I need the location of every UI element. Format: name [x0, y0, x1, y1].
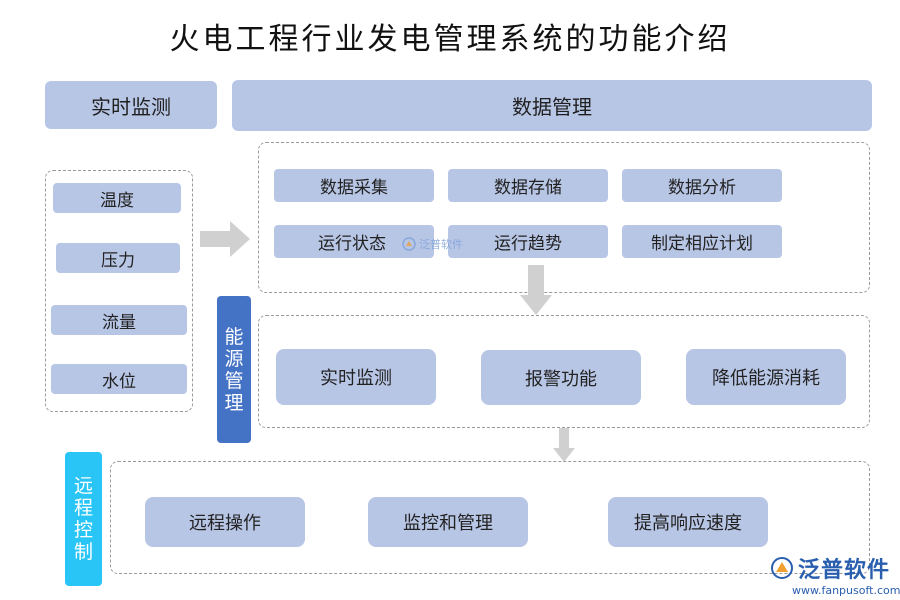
- data-item-make-plan: 制定相应计划: [622, 225, 782, 258]
- watermark-text: 泛普软件: [419, 238, 463, 251]
- monitor-item-flow: 流量: [51, 305, 187, 335]
- page-title: 火电工程行业发电管理系统的功能介绍: [169, 22, 731, 57]
- data-item-run-trend: 运行趋势: [448, 225, 608, 258]
- brand-url: www.fanpusoft.com: [792, 584, 900, 597]
- energy-management-label: 能 源 管 理: [217, 296, 251, 443]
- down-arrow-icon: [553, 428, 575, 462]
- right-arrow-icon: [200, 221, 250, 257]
- remote-label-char: 程: [73, 497, 93, 519]
- energy-label-char: 源: [224, 347, 244, 370]
- brand-name: 泛普软件: [798, 558, 891, 583]
- remote-item-monitor-manage: 监控和管理: [368, 497, 528, 547]
- remote-control-label: 远 程 控 制: [65, 452, 102, 586]
- watermark-logo-icon: [402, 237, 416, 251]
- data-item-analysis: 数据分析: [622, 169, 782, 202]
- data-management-group: [258, 142, 870, 293]
- remote-item-response-speed: 提高响应速度: [608, 497, 768, 547]
- down-arrow-icon: [520, 265, 552, 315]
- data-item-run-status: 运行状态: [274, 225, 434, 258]
- remote-label-char: 制: [73, 541, 93, 563]
- remote-item-operation: 远程操作: [145, 497, 305, 547]
- remote-label-char: 控: [73, 519, 93, 541]
- energy-label-char: 理: [224, 391, 244, 414]
- header-realtime-monitoring: 实时监测: [45, 81, 217, 129]
- monitor-item-temperature: 温度: [53, 183, 181, 213]
- remote-group: [110, 461, 870, 574]
- energy-label-char: 能: [224, 325, 244, 348]
- header-data-management: 数据管理: [232, 80, 872, 131]
- data-item-storage: 数据存储: [448, 169, 608, 202]
- monitoring-group: [45, 170, 193, 412]
- brand-logo: 泛普软件 www.fanpusoft.com: [770, 552, 900, 597]
- monitor-item-pressure: 压力: [56, 243, 180, 273]
- data-item-collection: 数据采集: [274, 169, 434, 202]
- energy-group: [258, 315, 870, 428]
- remote-label-char: 远: [73, 475, 93, 497]
- energy-label-char: 管: [224, 369, 244, 392]
- energy-item-realtime-monitoring: 实时监测: [276, 349, 436, 405]
- energy-item-reduce-consumption: 降低能源消耗: [686, 349, 846, 405]
- monitor-item-water-level: 水位: [51, 364, 187, 394]
- energy-item-alarm: 报警功能: [481, 350, 641, 405]
- watermark: 泛普软件: [402, 236, 463, 252]
- brand-logo-icon: [771, 557, 793, 579]
